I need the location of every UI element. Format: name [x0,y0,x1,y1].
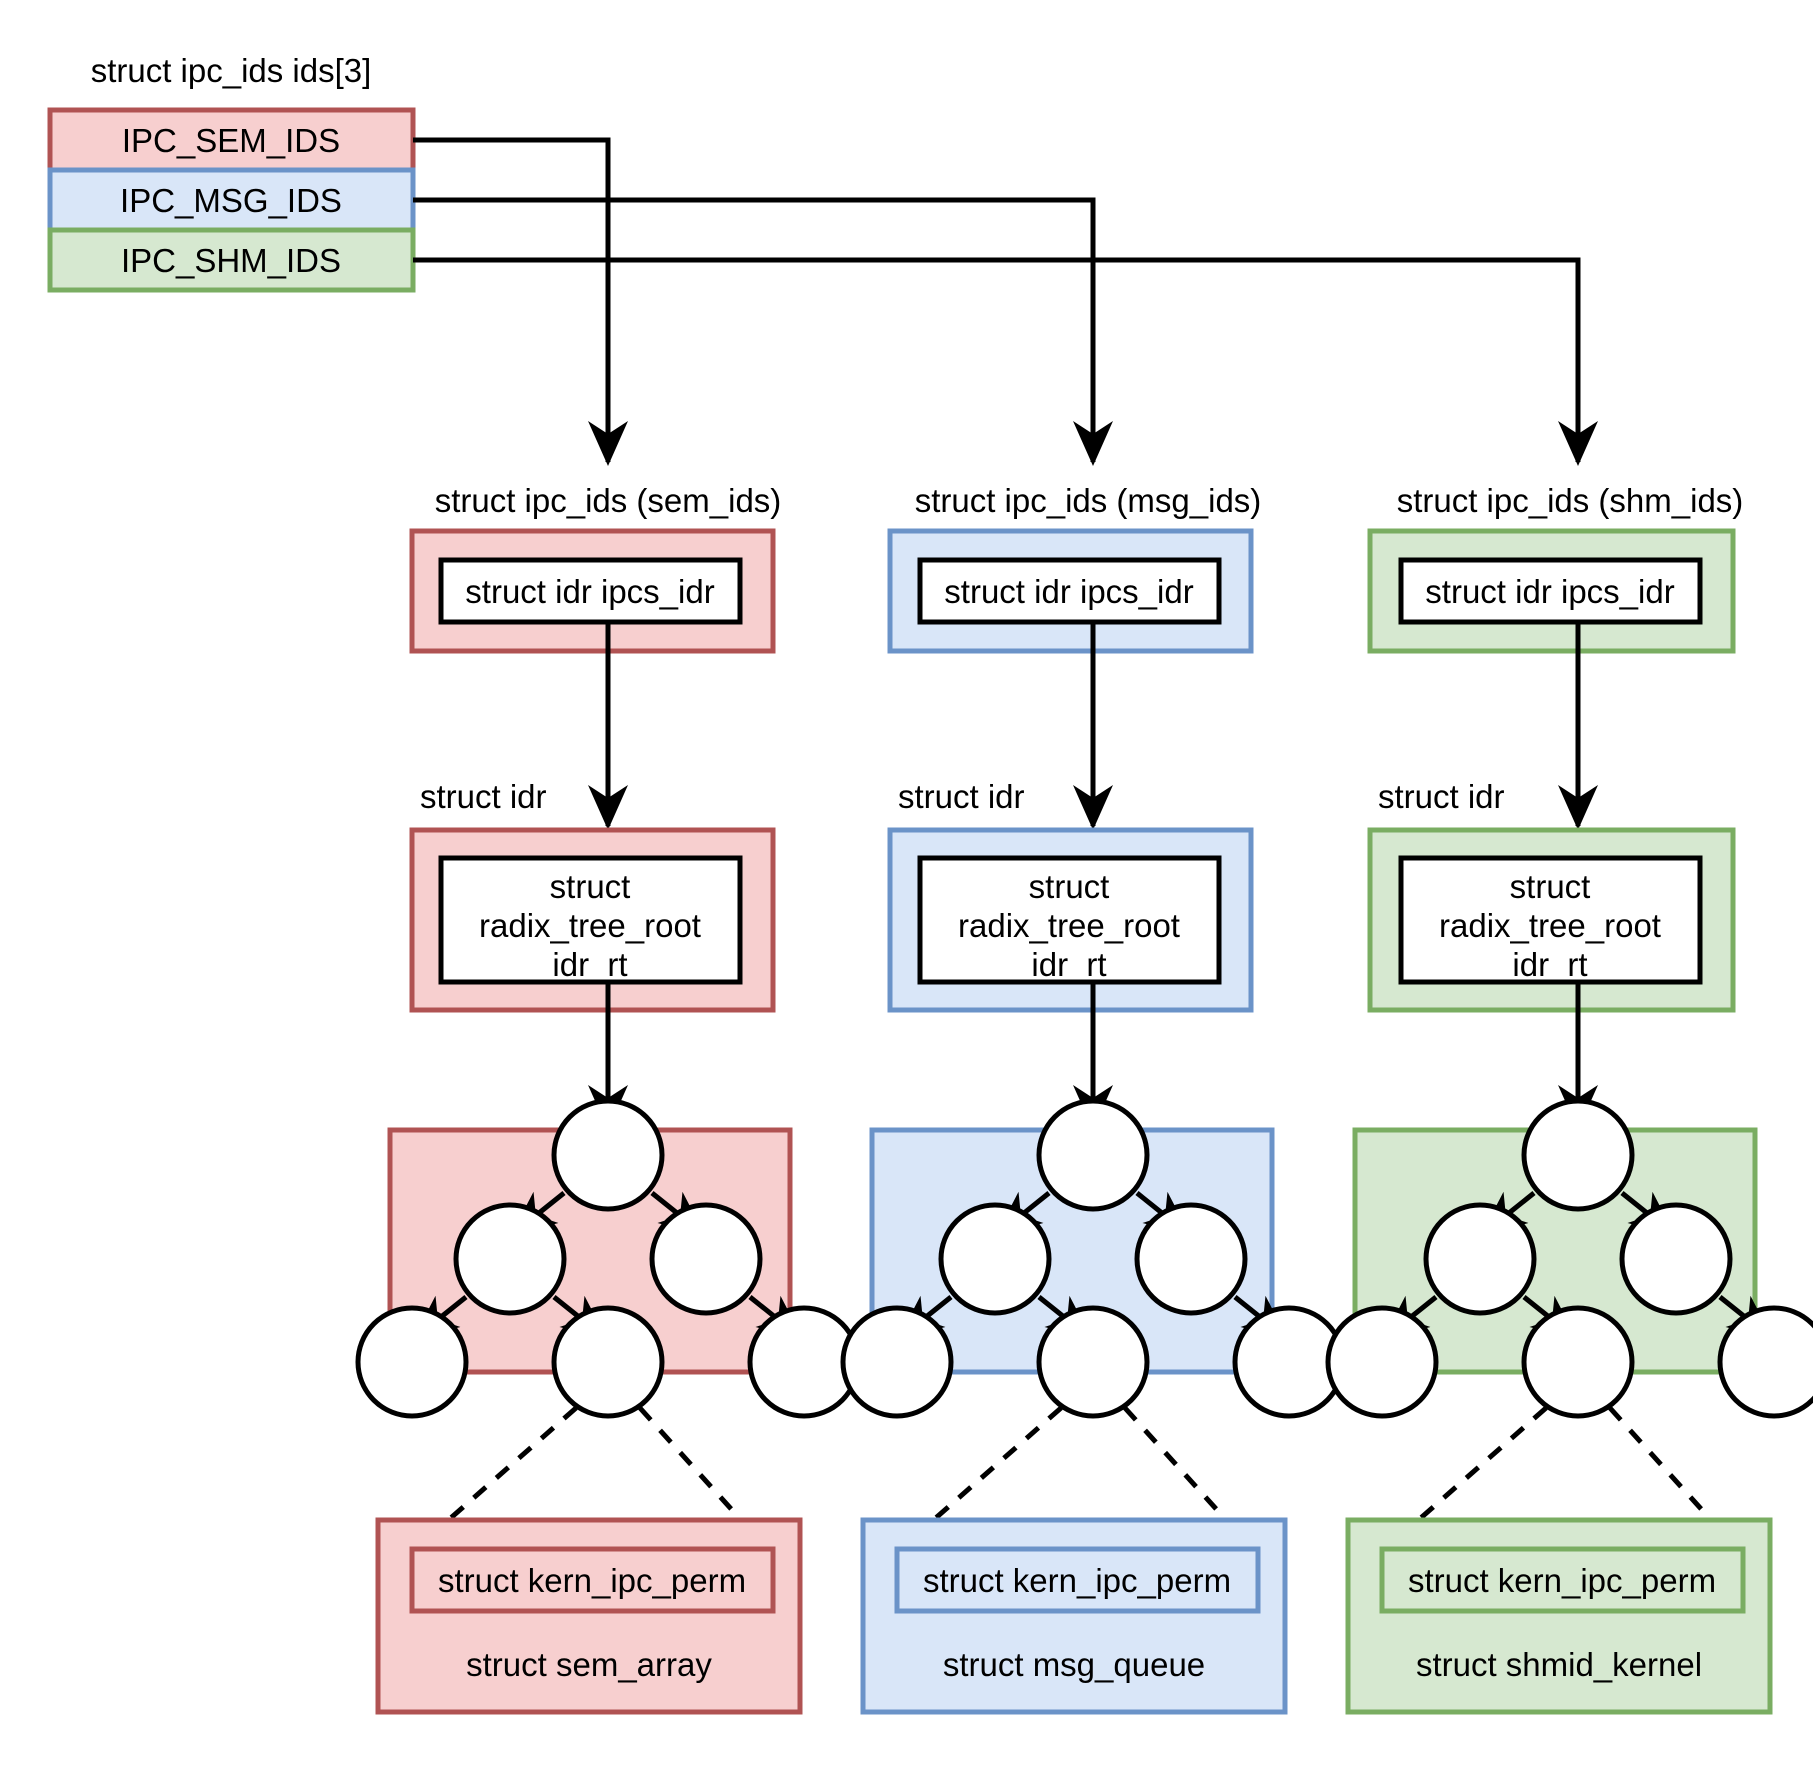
owner-struct-label-sem: struct sem_array [466,1646,712,1683]
ids-row-sem-label: IPC_SEM_IDS [122,122,340,159]
radix-tree-root-box-sem[interactable] [438,855,743,985]
ipcs-idr-box-shm[interactable] [1398,557,1703,625]
radix-line-2-sem: radix_tree_root [479,907,701,944]
radix-node[interactable] [1619,1202,1733,1316]
radix-node[interactable] [1325,1305,1439,1419]
connector-msg [413,197,1113,467]
radix-line-3-msg: idr_rt [1031,946,1106,983]
radix-node[interactable] [355,1305,469,1419]
idr-caption-sem: struct idr [420,778,547,815]
radix-line-2-msg: radix_tree_root [958,907,1180,944]
radix-node[interactable] [453,1202,567,1316]
radix-line-2-shm: radix_tree_root [1439,907,1661,944]
radix-node[interactable] [1134,1202,1248,1316]
ipcs-idr-box-sem[interactable] [438,557,743,625]
radix-node[interactable] [938,1202,1052,1316]
radix-node[interactable] [1423,1202,1537,1316]
owner-struct-label-msg: struct msg_queue [943,1646,1205,1683]
ipc-ids-caption-shm: struct ipc_ids (shm_ids) [1397,482,1744,519]
connector-shm [413,257,1598,467]
owner-struct-label-shm: struct shmid_kernel [1416,1646,1702,1683]
ipc-ids-caption-msg: struct ipc_ids (msg_ids) [915,482,1262,519]
ipcs-idr-label-msg: struct idr ipcs_idr [944,573,1193,610]
kern-ipc-perm-box-msg[interactable] [894,1546,1261,1614]
kern-ipc-perm-box-shm[interactable] [1379,1546,1746,1614]
radix-node[interactable] [1036,1098,1150,1212]
connector-sem [413,137,628,467]
ipc-ids-caption-sem: struct ipc_ids (sem_ids) [435,482,782,519]
radix-line-1-msg: struct [1029,868,1110,905]
kern-ipc-perm-label-sem: struct kern_ipc_perm [438,1562,746,1599]
ids-row-msg-label: IPC_MSG_IDS [120,182,342,219]
ids-array-caption: struct ipc_ids ids[3] [91,52,372,89]
ids-row-shm-label: IPC_SHM_IDS [121,242,341,279]
radix-tree-root-box-shm[interactable] [1398,855,1703,985]
ipcs-idr-label-shm: struct idr ipcs_idr [1425,573,1674,610]
ipcs-idr-label-sem: struct idr ipcs_idr [465,573,714,610]
column-msg: struct ipc_ids (msg_ids) struct idr ipcs… [840,482,1346,1715]
kern-ipc-perm-label-shm: struct kern_ipc_perm [1408,1562,1716,1599]
radix-node[interactable] [1521,1305,1635,1419]
radix-line-1-sem: struct [550,868,631,905]
radix-node[interactable] [1717,1305,1813,1419]
idr-caption-shm: struct idr [1378,778,1505,815]
column-sem: struct ipc_ids (sem_ids) struct idr ipcs… [355,482,861,1715]
kern-ipc-perm-box-sem[interactable] [409,1546,776,1614]
radix-line-1-shm: struct [1510,868,1591,905]
radix-node[interactable] [1036,1305,1150,1419]
radix-node[interactable] [840,1305,954,1419]
idr-caption-msg: struct idr [898,778,1025,815]
column-shm: struct ipc_ids (shm_ids) struct idr ipcs… [1325,482,1813,1715]
kern-ipc-perm-label-msg: struct kern_ipc_perm [923,1562,1231,1599]
ids-array: IPC_SEM_IDS IPC_MSG_IDS IPC_SHM_IDS [47,107,416,293]
radix-tree-root-box-msg[interactable] [917,855,1222,985]
radix-node[interactable] [649,1202,763,1316]
ipcs-idr-box-msg[interactable] [917,557,1222,625]
radix-line-3-sem: idr_rt [552,946,627,983]
ids-row-shm[interactable] [47,227,416,293]
radix-node[interactable] [551,1098,665,1212]
radix-line-3-shm: idr_rt [1512,946,1587,983]
radix-node[interactable] [551,1305,665,1419]
radix-node[interactable] [1521,1098,1635,1212]
